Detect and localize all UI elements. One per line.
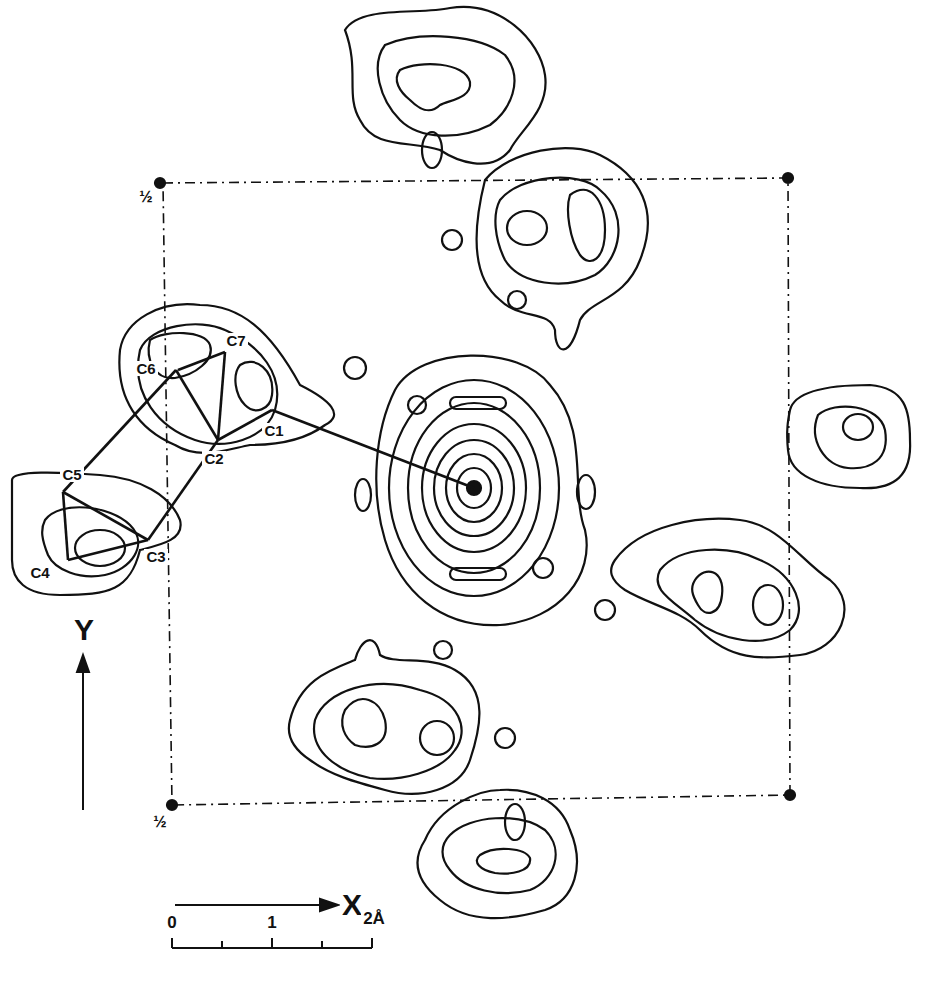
symmetry-mark (785, 790, 795, 800)
atom-label: C1 (262, 423, 285, 438)
atom-label: C3 (144, 549, 167, 564)
axis-arrows (77, 655, 338, 911)
cell-outline (163, 178, 790, 805)
atom-label: C2 (202, 451, 225, 466)
scale-bar (172, 938, 372, 948)
scale-label: 0 (165, 914, 178, 931)
atom-label: C4 (28, 565, 51, 580)
symmetry-mark (783, 173, 793, 183)
axis-label: Y (72, 615, 96, 645)
cell-fraction: ½ (137, 189, 154, 205)
atom-label: C5 (60, 467, 83, 482)
atom-label: C7 (224, 333, 247, 348)
scale-label: 1 (265, 914, 278, 931)
bond-lines (63, 352, 474, 560)
atom-label: C6 (134, 361, 157, 376)
contour-lines (12, 7, 910, 918)
symmetry-mark (167, 800, 177, 810)
scale-label: 2Å (361, 910, 387, 927)
symmetry-mark (155, 178, 165, 188)
cell-fraction: ½ (151, 814, 168, 830)
